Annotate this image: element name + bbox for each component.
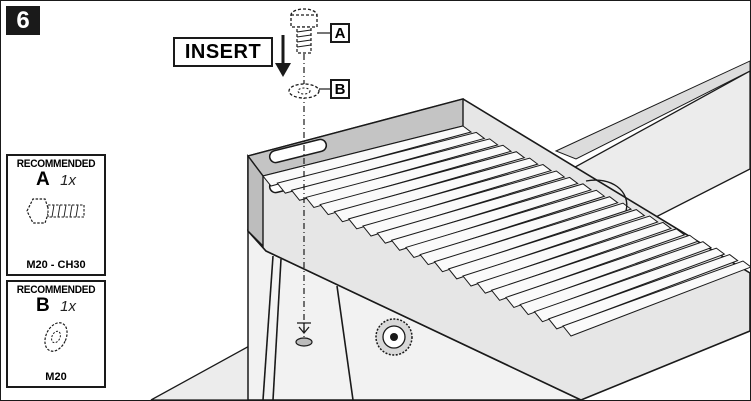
insert-instruction-label: INSERT <box>173 37 273 67</box>
cooling-fin <box>562 260 750 337</box>
cooling-fins <box>262 125 750 337</box>
cooling-fin <box>433 202 633 273</box>
gear-wheel-icon <box>375 318 413 356</box>
part-card-heading: RECOMMENDED <box>16 284 96 296</box>
cooling-fin <box>490 228 686 301</box>
insert-arrow-icon <box>275 35 291 77</box>
part-card-heading: RECOMMENDED <box>16 158 96 170</box>
part-card-bolt: RECOMMENDED A 1x M20 - CH30 <box>6 154 106 276</box>
cooling-fin <box>533 247 726 323</box>
support-rail-top-face <box>554 60 750 160</box>
part-card-quantity-row: A 1x <box>8 169 104 191</box>
cooling-fin <box>333 157 539 223</box>
part-quantity: 1x <box>60 298 77 315</box>
cooling-fin <box>290 138 499 201</box>
cooling-fin <box>419 196 619 266</box>
step-number-badge: 6 <box>6 6 40 35</box>
cooling-fin <box>505 234 699 309</box>
cooling-fin <box>276 131 486 194</box>
washer-icon <box>44 322 68 352</box>
cooling-fin <box>476 221 673 294</box>
part-spec: M20 <box>45 371 67 383</box>
callout-b-tag: B <box>330 79 350 99</box>
part-card-washer: RECOMMENDED B 1x M20 <box>6 280 106 388</box>
bolt-icon <box>290 8 318 54</box>
cooling-fin <box>347 164 553 230</box>
cooling-fin <box>547 254 739 330</box>
callout-a-tag: A <box>330 23 350 43</box>
device-legs <box>262 255 354 400</box>
part-quantity: 1x <box>60 172 77 189</box>
cooling-fin <box>304 144 513 209</box>
part-letter: A <box>35 169 50 190</box>
cooling-fin <box>390 183 593 251</box>
bolt-icon <box>26 198 85 224</box>
cooling-fin <box>519 241 713 316</box>
cooling-fin <box>319 151 526 216</box>
cooling-fin <box>262 125 473 187</box>
mounting-hole <box>295 337 313 347</box>
part-spec: M20 - CH30 <box>26 259 86 271</box>
cooling-fin <box>376 176 579 244</box>
part-letter: B <box>35 295 50 316</box>
cable-loop <box>585 179 628 212</box>
hole-target-mark <box>297 322 311 335</box>
cooling-fin <box>462 215 659 287</box>
washer-icon <box>288 83 320 99</box>
cooling-fin <box>362 170 566 237</box>
part-card-quantity-row: B 1x <box>8 295 104 317</box>
cooling-fin <box>447 209 646 280</box>
cooling-fin <box>405 189 606 259</box>
